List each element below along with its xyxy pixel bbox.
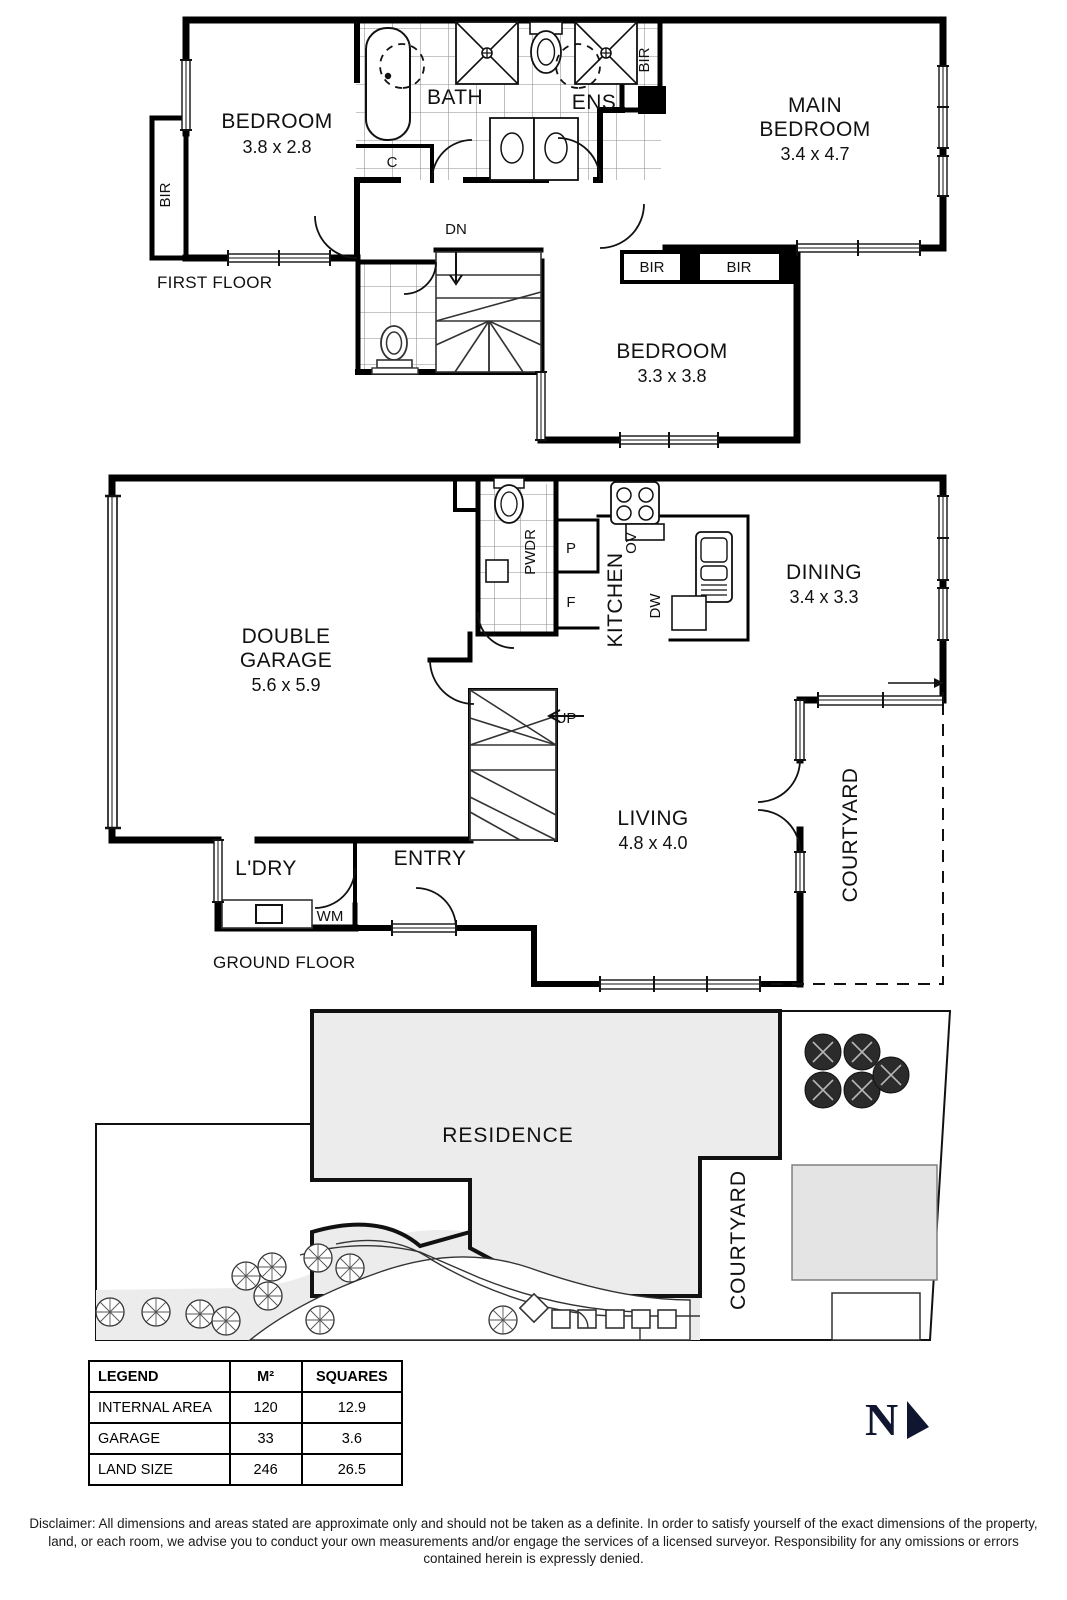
legend-header-m2: M² [228,1360,303,1393]
north-letter: N [865,1394,899,1445]
bedroom1-dim: 3.8 x 2.8 [242,137,311,157]
shrub-cluster [804,1033,910,1109]
first-floor-stair [435,251,542,373]
disclaimer-text: Disclaimer: All dimensions and areas sta… [29,1516,1038,1567]
fridge-label: F [566,594,575,611]
front-walk [335,1239,700,1317]
powder-fixtures [485,477,525,583]
living-dim: 4.8 x 4.0 [618,833,687,853]
entry-markers [518,1292,677,1329]
dishwasher-fixture [671,595,707,631]
powder-label: PWDR [522,529,539,575]
north-pointer-icon [907,1401,929,1439]
bir-ens-label: BIR [636,47,653,72]
garage-name-2: GARAGE [240,649,332,672]
kitchen-label: KITCHEN [604,553,627,648]
table-row: GARAGE 33 3.6 [88,1422,404,1455]
oven-label: OV [623,532,640,554]
legend-header-row: LEGEND M² SQUARES [88,1360,404,1393]
stair-down-arrow [449,252,463,286]
toilet-fixture [529,21,563,74]
legend-row-1-name: GARAGE [88,1422,231,1455]
legend-row-2-name: LAND SIZE [88,1453,231,1486]
legend-row-2-m2: 246 [228,1453,303,1486]
stair-up-arrow [546,709,584,723]
laundry-label: L'DRY [235,857,297,880]
bedroom3-dim: 3.3 x 3.8 [637,366,706,386]
shower-ens-fixture [574,21,638,85]
legend-row-1-m2: 33 [228,1422,303,1455]
entry-label: ENTRY [394,847,467,870]
dining-dim: 3.4 x 3.3 [789,587,858,607]
legend-row-0-squares: 12.9 [300,1391,404,1424]
closet-label: C [387,154,398,171]
windows-first-floor [180,59,949,448]
ground-floor-stair [469,689,557,841]
shower-bath-fixture [455,21,519,85]
laundry-fixtures [221,899,313,929]
first-floor-label: FIRST FLOOR [157,273,272,292]
stair-up-label: UP [556,710,577,727]
courtyard-paving [791,1164,938,1281]
path-edge [299,1245,641,1340]
legend-row-0-name: INTERNAL AREA [88,1391,231,1424]
bir-bedroom3-a-label: BIR [639,259,664,276]
legend-row-2-squares: 26.5 [300,1453,404,1486]
legend-header-name: LEGEND [88,1360,231,1393]
ground-floor-label: GROUND FLOOR [213,953,355,972]
bedroom3-name: BEDROOM [616,340,727,363]
residence-label: RESIDENCE [442,1124,574,1147]
legend-row-0-m2: 120 [228,1391,303,1424]
table-row: INTERNAL AREA 120 12.9 [88,1391,404,1424]
ground-floor-plan: DOUBLE GARAGE 5.6 x 5.9 DINING 3.4 x 3.3… [105,474,949,992]
pantry-label: P [566,540,576,557]
garage-dim: 5.6 x 5.9 [251,675,320,695]
dining-name: DINING [786,561,862,584]
main-bedroom-name-2: BEDROOM [759,118,870,141]
door-swings-first [314,43,645,295]
sink-fixture [695,531,733,603]
main-bedroom-dim: 3.4 x 4.7 [780,144,849,164]
cooktop-fixture [610,481,660,525]
bedroom1-name: BEDROOM [221,110,332,133]
washing-machine-label: WM [317,908,344,925]
site-entry-door-swing [569,1309,589,1329]
legend-table: LEGEND M² SQUARES INTERNAL AREA 120 12.9… [88,1360,404,1486]
legend-row-1-squares: 3.6 [300,1422,404,1455]
wc-fixture [371,325,419,375]
ens-label: ENS [572,91,616,114]
table-row: LAND SIZE 246 26.5 [88,1453,404,1486]
living-name: LIVING [617,807,688,830]
dishwasher-label: DW [647,593,664,619]
courtyard-label-ground: COURTYARD [839,768,862,903]
bath-label: BATH [427,86,483,109]
bir-bedroom3-b-label: BIR [726,259,751,276]
bir-bedroom1-label: BIR [157,182,174,207]
windows-ground-floor [212,495,949,992]
garden-shrubs [95,1243,518,1336]
site-plan: RESIDENCE COURTYARD [95,1009,952,1341]
stair-down-label: DN [445,221,467,238]
legend-header-squares: SQUARES [300,1360,404,1393]
courtyard-label-site: COURTYARD [727,1170,750,1310]
main-bedroom-name-1: MAIN [788,94,842,117]
north-arrow: N [865,1395,965,1465]
basin-fixtures [489,117,579,181]
courtyard-boundary [760,703,944,985]
rear-structure [831,1292,921,1341]
garage-door [105,494,121,830]
first-floor-plan: BEDROOM 3.8 x 2.8 MAIN BEDROOM 3.4 x 4.7… [149,16,949,448]
oven-fixture [625,523,665,541]
garage-name-1: DOUBLE [242,625,331,648]
